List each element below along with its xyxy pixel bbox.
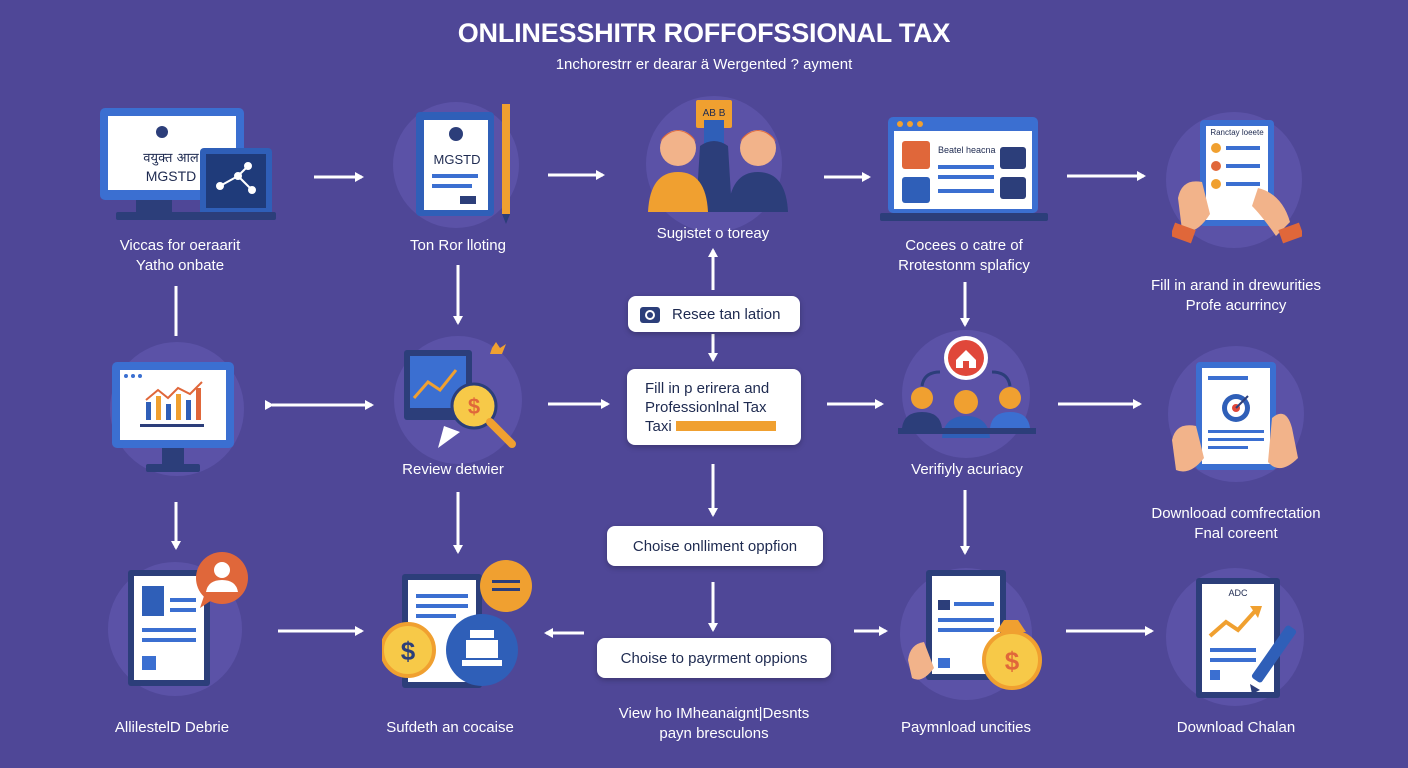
step-r1c4: Beatel heacna xyxy=(880,115,1050,225)
step-r2c1 xyxy=(110,360,240,480)
profile-document-icon xyxy=(128,552,248,686)
reset-box: Resee tan lation xyxy=(628,296,800,332)
computer-icon xyxy=(100,108,276,220)
fill-box-row-3: Taxi xyxy=(645,417,776,436)
step-r3c5-caption: Download Chalan xyxy=(1126,718,1346,738)
step-r1c1-caption: Viccas for oeraarit Yatho onbate xyxy=(70,236,290,276)
payment-documents-icon: $ xyxy=(380,560,532,688)
reset-box-label: Resee tan lation xyxy=(672,305,781,323)
instalment-box-label: Choise onlliment oppfion xyxy=(632,537,798,555)
caption-line-2: Profe acurrincy xyxy=(1185,297,1287,314)
step-r1c1: वयुक्त आल MGSTD xyxy=(96,106,276,226)
fill-box-highlight xyxy=(675,421,776,431)
caption-line-1: Sugistet o toreay xyxy=(656,225,770,242)
step-r2c5-caption: Downlooad comfrectation Fnal coreent xyxy=(1116,504,1356,544)
analytics-monitor-icon xyxy=(112,362,234,472)
money-bag-document-icon: $ xyxy=(908,570,1042,690)
fill-box-line-2: Professionlnal Tax xyxy=(645,398,767,416)
step-r3c3-caption: View ho IMheanaignt|Desnts payn bresculo… xyxy=(590,704,838,744)
step-r3c4-caption: Paymnload uncities xyxy=(856,718,1076,738)
payment-box-label: Choise to payrment oppions xyxy=(620,649,808,667)
fill-box: Fill in p erirera and Professionlnal Tax… xyxy=(627,369,801,445)
step-r3c2: $ xyxy=(380,558,532,698)
caption-line-1: Verifiyly acuriacy xyxy=(911,461,1023,478)
step-r2c4 xyxy=(884,332,1050,448)
monitor-label-1: वयुक्त आल xyxy=(143,151,199,166)
svg-text:$: $ xyxy=(401,636,416,666)
step-r1c3: AB B xyxy=(646,96,796,216)
step-r1c3-caption: Sugistet o toreay xyxy=(603,224,823,244)
camera-icon xyxy=(640,307,660,323)
step-r2c4-caption: Verifiyly acuriacy xyxy=(857,460,1077,480)
fill-box-line-3: Taxi xyxy=(645,417,672,435)
step-r1c5: Ranctay loeete xyxy=(1170,118,1304,246)
instalment-box: Choise onlliment oppfion xyxy=(607,526,823,566)
doc-label: ADC xyxy=(1228,588,1248,598)
step-r2c2: $ xyxy=(398,340,522,460)
magnifier-dollar-icon: $ xyxy=(404,342,516,448)
caption-line-1: Sufdeth an cocaise xyxy=(386,719,514,736)
step-r3c5: ADC xyxy=(1190,574,1310,706)
caption-line-1: View ho IMheanaignt|Desnts xyxy=(618,705,810,722)
step-r1c5-caption: Fill in arand in drewurities Profe acurr… xyxy=(1116,276,1356,316)
caption-line-1: Paymnload uncities xyxy=(900,719,1032,736)
diagram-subtitle: 1nchorestrr er dearar ä Wergented ? ayme… xyxy=(555,56,853,73)
caption-line-1: Downlooad comfrectation xyxy=(1151,505,1321,522)
step-r3c2-caption: Sufdeth an cocaise xyxy=(340,718,560,738)
document-pencil-icon xyxy=(416,104,510,224)
svg-text:$: $ xyxy=(468,394,480,419)
tablet-form-icon xyxy=(1170,120,1304,244)
caption-line-1: Download Chalan xyxy=(1176,719,1296,736)
step-r1c2-caption: Ton Ror lloting xyxy=(348,236,568,256)
monitor-label-2: MGSTD xyxy=(145,168,197,184)
team-home-icon xyxy=(898,336,1036,438)
diagram-title: ONLINESSHITR ROFFOFSSIONAL TAX xyxy=(457,18,951,48)
caption-line-1: AllilestelD Debrie xyxy=(114,719,230,736)
chart-document-icon xyxy=(1196,578,1297,698)
step-r3c4: $ xyxy=(904,568,1044,700)
sign-label: AB B xyxy=(702,108,726,119)
browser-window-icon xyxy=(880,117,1048,221)
payment-box: Choise to payrment oppions xyxy=(597,638,831,678)
caption-line-2: payn bresculons xyxy=(659,725,769,742)
doc-label: MGSTD xyxy=(433,152,481,167)
two-users-icon xyxy=(648,100,788,212)
caption-line-1: Viccas for oeraarit xyxy=(119,237,241,254)
browser-label: Beatel heacna xyxy=(938,145,996,155)
caption-line-2: Rrotestonm splaficy xyxy=(898,257,1030,274)
step-r2c5 xyxy=(1168,358,1304,480)
svg-text:$: $ xyxy=(1005,646,1020,676)
step-r1c4-caption: Cocees o catre of Rrotestonm splaficy xyxy=(854,236,1074,276)
step-r2c2-caption: Review detwier xyxy=(343,460,563,480)
step-r3c1-caption: AllilestelD Debrie xyxy=(62,718,282,738)
caption-line-1: Review detwier xyxy=(402,461,504,478)
caption-line-1: Ton Ror lloting xyxy=(410,237,506,254)
fill-box-line-1: Fill in p erirera and xyxy=(645,379,770,397)
doc-label: Ranctay loeete xyxy=(1210,128,1264,137)
target-document-icon xyxy=(1172,362,1298,472)
step-r1c2: MGSTD xyxy=(410,100,520,225)
caption-line-2: Yatho onbate xyxy=(135,257,225,274)
caption-line-1: Cocees o catre of xyxy=(905,237,1023,254)
caption-line-1: Fill in arand in drewurities xyxy=(1150,277,1322,294)
caption-line-2: Fnal coreent xyxy=(1194,525,1278,542)
step-r3c1 xyxy=(112,548,252,688)
